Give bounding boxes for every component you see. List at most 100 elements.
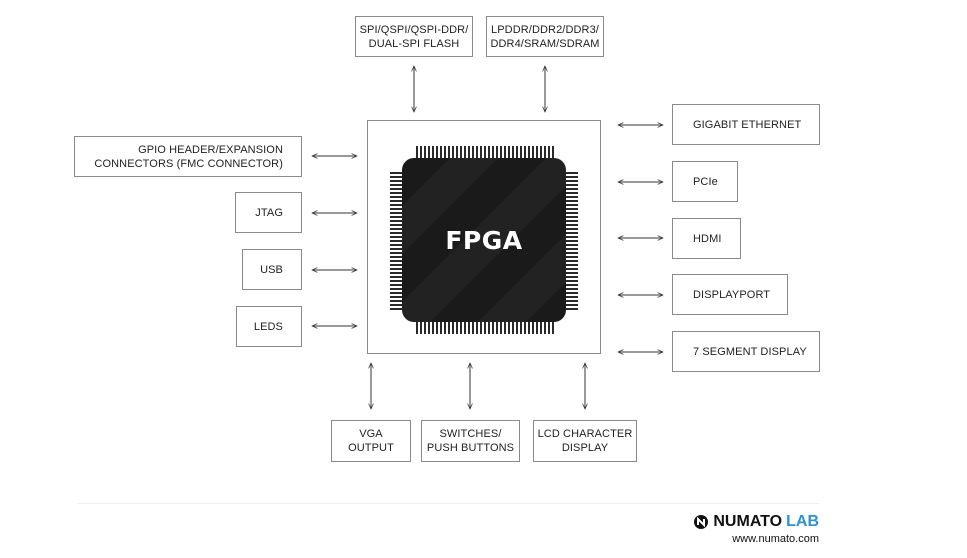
fpga-pin [524, 322, 526, 334]
fpga-pin [484, 322, 486, 334]
fpga-pin [390, 224, 402, 226]
fpga-pin [390, 308, 402, 310]
fpga-pin [566, 216, 578, 218]
fpga-pin [552, 146, 554, 158]
fpga-pin [484, 146, 486, 158]
fpga-pin [566, 232, 578, 234]
fpga-pin [500, 146, 502, 158]
block-spi-flash-label: SPI/QSPI/QSPI-DDR/ DUAL-SPI FLASH [359, 23, 469, 50]
fpga-pin [390, 272, 402, 274]
fpga-pin [512, 146, 514, 158]
block-hdmi-label: HDMI [693, 232, 722, 245]
block-switches: SWITCHES/ PUSH BUTTONS [421, 420, 520, 462]
block-vga: VGA OUTPUT [331, 420, 411, 462]
fpga-pin [444, 146, 446, 158]
fpga-pin [390, 204, 402, 206]
fpga-pin [480, 146, 482, 158]
fpga-pin [566, 248, 578, 250]
fpga-pin [566, 192, 578, 194]
fpga-pin [464, 322, 466, 334]
fpga-pin [390, 296, 402, 298]
fpga-pin [432, 322, 434, 334]
fpga-pin [390, 220, 402, 222]
fpga-pin [480, 322, 482, 334]
fpga-pin [390, 208, 402, 210]
fpga-pin [540, 322, 542, 334]
fpga-pin [548, 146, 550, 158]
numato-logo-icon [694, 515, 709, 529]
fpga-pin [566, 276, 578, 278]
fpga-pin [390, 280, 402, 282]
fpga-pin [566, 304, 578, 306]
block-jtag: JTAG [235, 192, 302, 233]
fpga-pin [504, 146, 506, 158]
fpga-pin [432, 146, 434, 158]
fpga-label: FPGA [445, 225, 523, 255]
fpga-pin [566, 288, 578, 290]
fpga-chip: FPGA [402, 158, 566, 322]
fpga-pin [528, 146, 530, 158]
fpga-pin [566, 264, 578, 266]
fpga-pin [566, 300, 578, 302]
fpga-pin [566, 292, 578, 294]
fpga-pin [520, 146, 522, 158]
fpga-pin [472, 146, 474, 158]
fpga-pin [496, 146, 498, 158]
numato-lab-logo: NUMATO LAB [693, 513, 819, 531]
fpga-pin [528, 322, 530, 334]
fpga-pin [390, 284, 402, 286]
fpga-pin [476, 146, 478, 158]
logo-text-lab: LAB [786, 513, 819, 530]
block-gigabit-ethernet-label: GIGABIT ETHERNET [693, 118, 802, 131]
fpga-pin [566, 308, 578, 310]
fpga-pin [460, 146, 462, 158]
fpga-pin [456, 146, 458, 158]
fpga-pin [536, 322, 538, 334]
fpga-pin [566, 272, 578, 274]
fpga-pin [464, 146, 466, 158]
block-leds: LEDS [236, 306, 302, 347]
fpga-pin [504, 322, 506, 334]
fpga-pin [416, 146, 418, 158]
fpga-pin [520, 322, 522, 334]
fpga-pin [566, 284, 578, 286]
fpga-pin [566, 228, 578, 230]
fpga-pin [452, 322, 454, 334]
fpga-pin [496, 322, 498, 334]
fpga-pin [390, 192, 402, 194]
fpga-pin [566, 244, 578, 246]
fpga-pin [566, 268, 578, 270]
fpga-pin [390, 200, 402, 202]
fpga-pin [516, 322, 518, 334]
block-gpio: GPIO HEADER/EXPANSION CONNECTORS (FMC CO… [74, 136, 302, 177]
fpga-pin [390, 276, 402, 278]
fpga-pin [566, 204, 578, 206]
block-displayport-label: DISPLAYPORT [693, 288, 771, 301]
fpga-pin [566, 236, 578, 238]
fpga-pin [390, 228, 402, 230]
fpga-pin [468, 146, 470, 158]
fpga-pin [428, 322, 430, 334]
fpga-pin [436, 146, 438, 158]
block-spi-flash: SPI/QSPI/QSPI-DDR/ DUAL-SPI FLASH [355, 16, 473, 57]
fpga-pin [456, 322, 458, 334]
fpga-pin [540, 146, 542, 158]
fpga-pin [390, 264, 402, 266]
fpga-pin [416, 322, 418, 334]
fpga-pin [500, 322, 502, 334]
fpga-pin [390, 268, 402, 270]
fpga-pin [390, 260, 402, 262]
fpga-pin [390, 256, 402, 258]
fpga-pin [566, 200, 578, 202]
fpga-pin [452, 146, 454, 158]
fpga-pin [566, 252, 578, 254]
fpga-pin [566, 188, 578, 190]
fpga-pin [488, 146, 490, 158]
fpga-pin [436, 322, 438, 334]
fpga-pin [420, 146, 422, 158]
block-lcd: LCD CHARACTER DISPLAY [533, 420, 637, 462]
fpga-pin [566, 296, 578, 298]
block-hdmi: HDMI [672, 218, 741, 259]
fpga-pin [448, 322, 450, 334]
fpga-pin [566, 208, 578, 210]
